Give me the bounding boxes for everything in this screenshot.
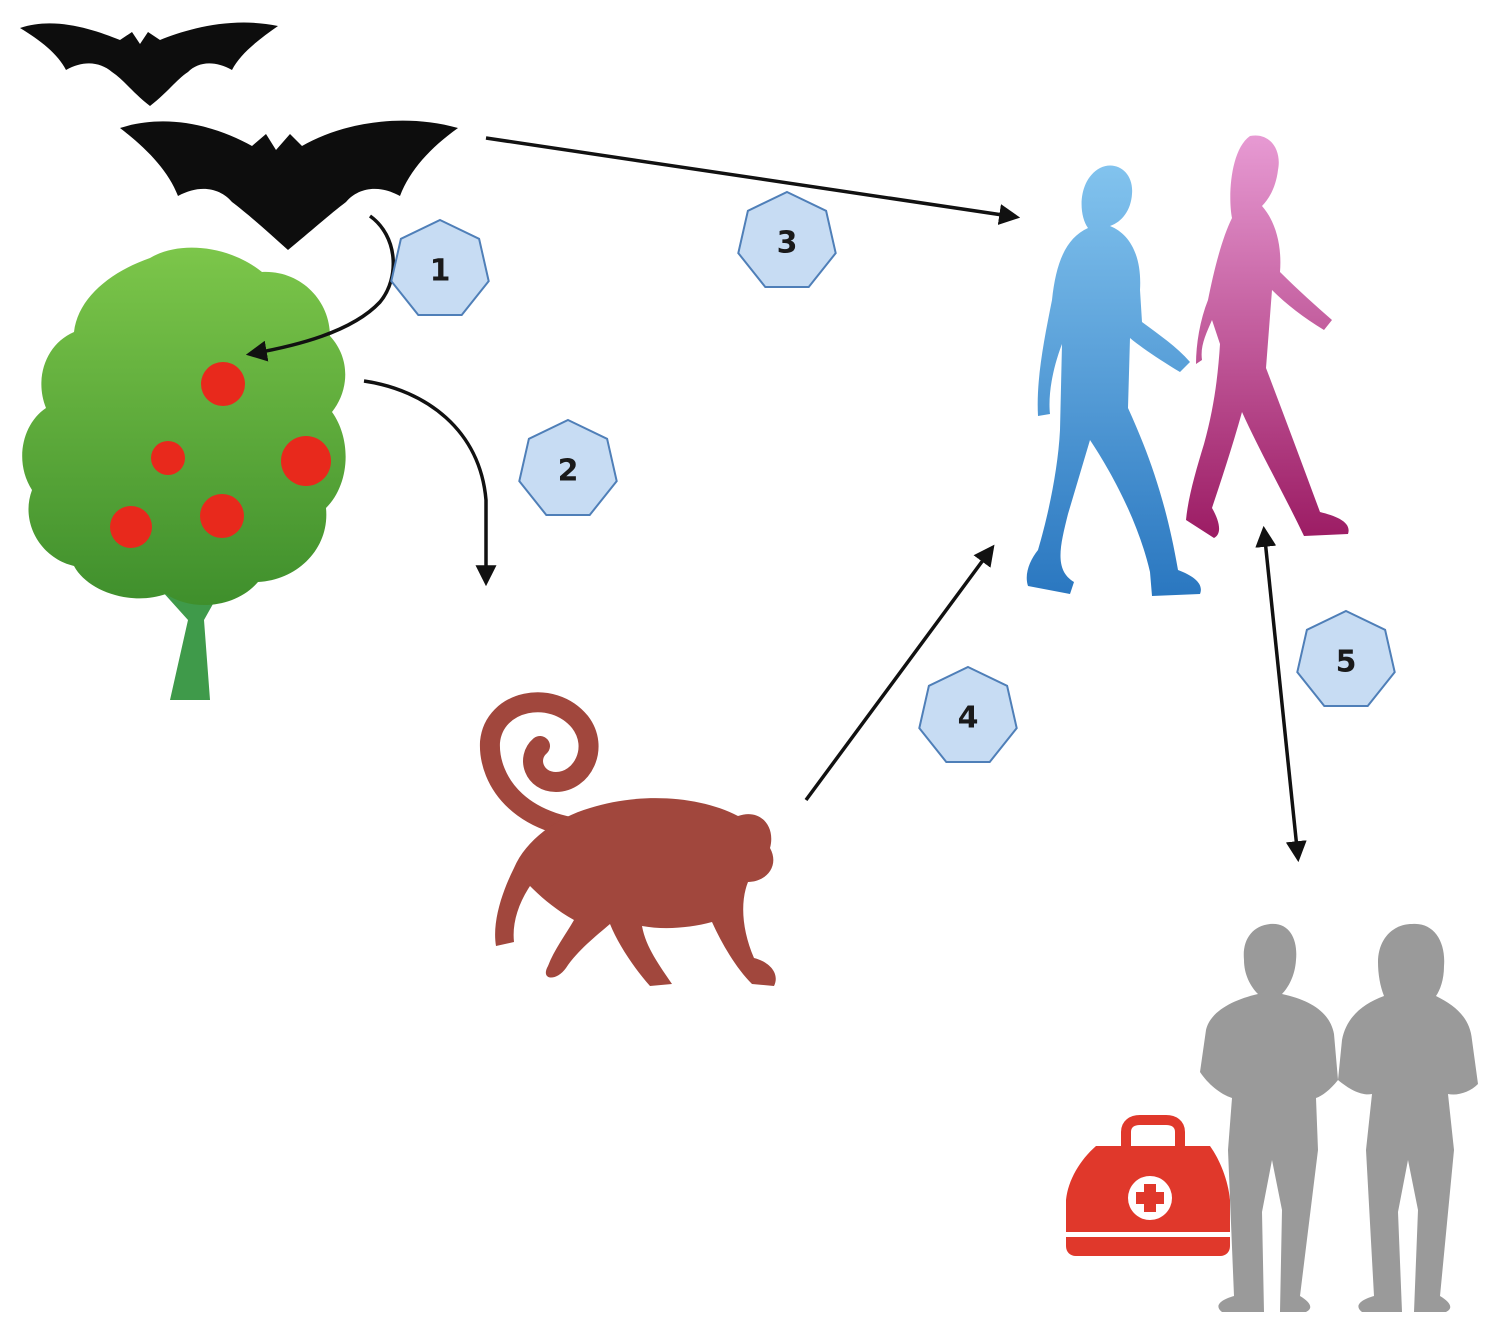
badge-route-4: 4 [918,665,1018,763]
standing-people-icon [1200,923,1478,1312]
arrow-route-5 [1255,525,1307,863]
badge-route-3-label: 3 [777,226,798,261]
arrow-route-4 [804,544,995,802]
badge-route-3-shape [737,190,837,288]
badge-route-2-label: 2 [558,454,579,489]
route-badges: 1 2 3 4 5 [390,190,1396,763]
badge-route-1-shape [390,218,490,316]
arrow-route-3 [485,136,1021,225]
arrow-route-1 [245,214,396,362]
badge-route-2: 2 [518,418,618,516]
arrow-route-2 [363,379,497,587]
badge-route-5: 5 [1296,609,1396,707]
walking-woman-icon [1186,135,1349,538]
badge-route-3: 3 [737,190,837,288]
badge-route-1-label: 1 [430,254,451,289]
apple-cluster [110,362,331,548]
fruit-tree-icon [22,247,346,700]
badge-route-4-shape [918,665,1018,763]
medical-bag-icon [1066,1115,1230,1256]
bat-icon [20,22,458,250]
badge-route-5-label: 5 [1336,645,1357,680]
badge-route-1: 1 [390,218,490,316]
walking-man-icon [1026,165,1201,597]
badge-route-2-shape [518,418,618,516]
badge-route-5-shape [1296,609,1396,707]
badge-route-4-label: 4 [958,701,979,736]
arrows [245,136,1307,863]
monkey-icon [479,692,776,986]
